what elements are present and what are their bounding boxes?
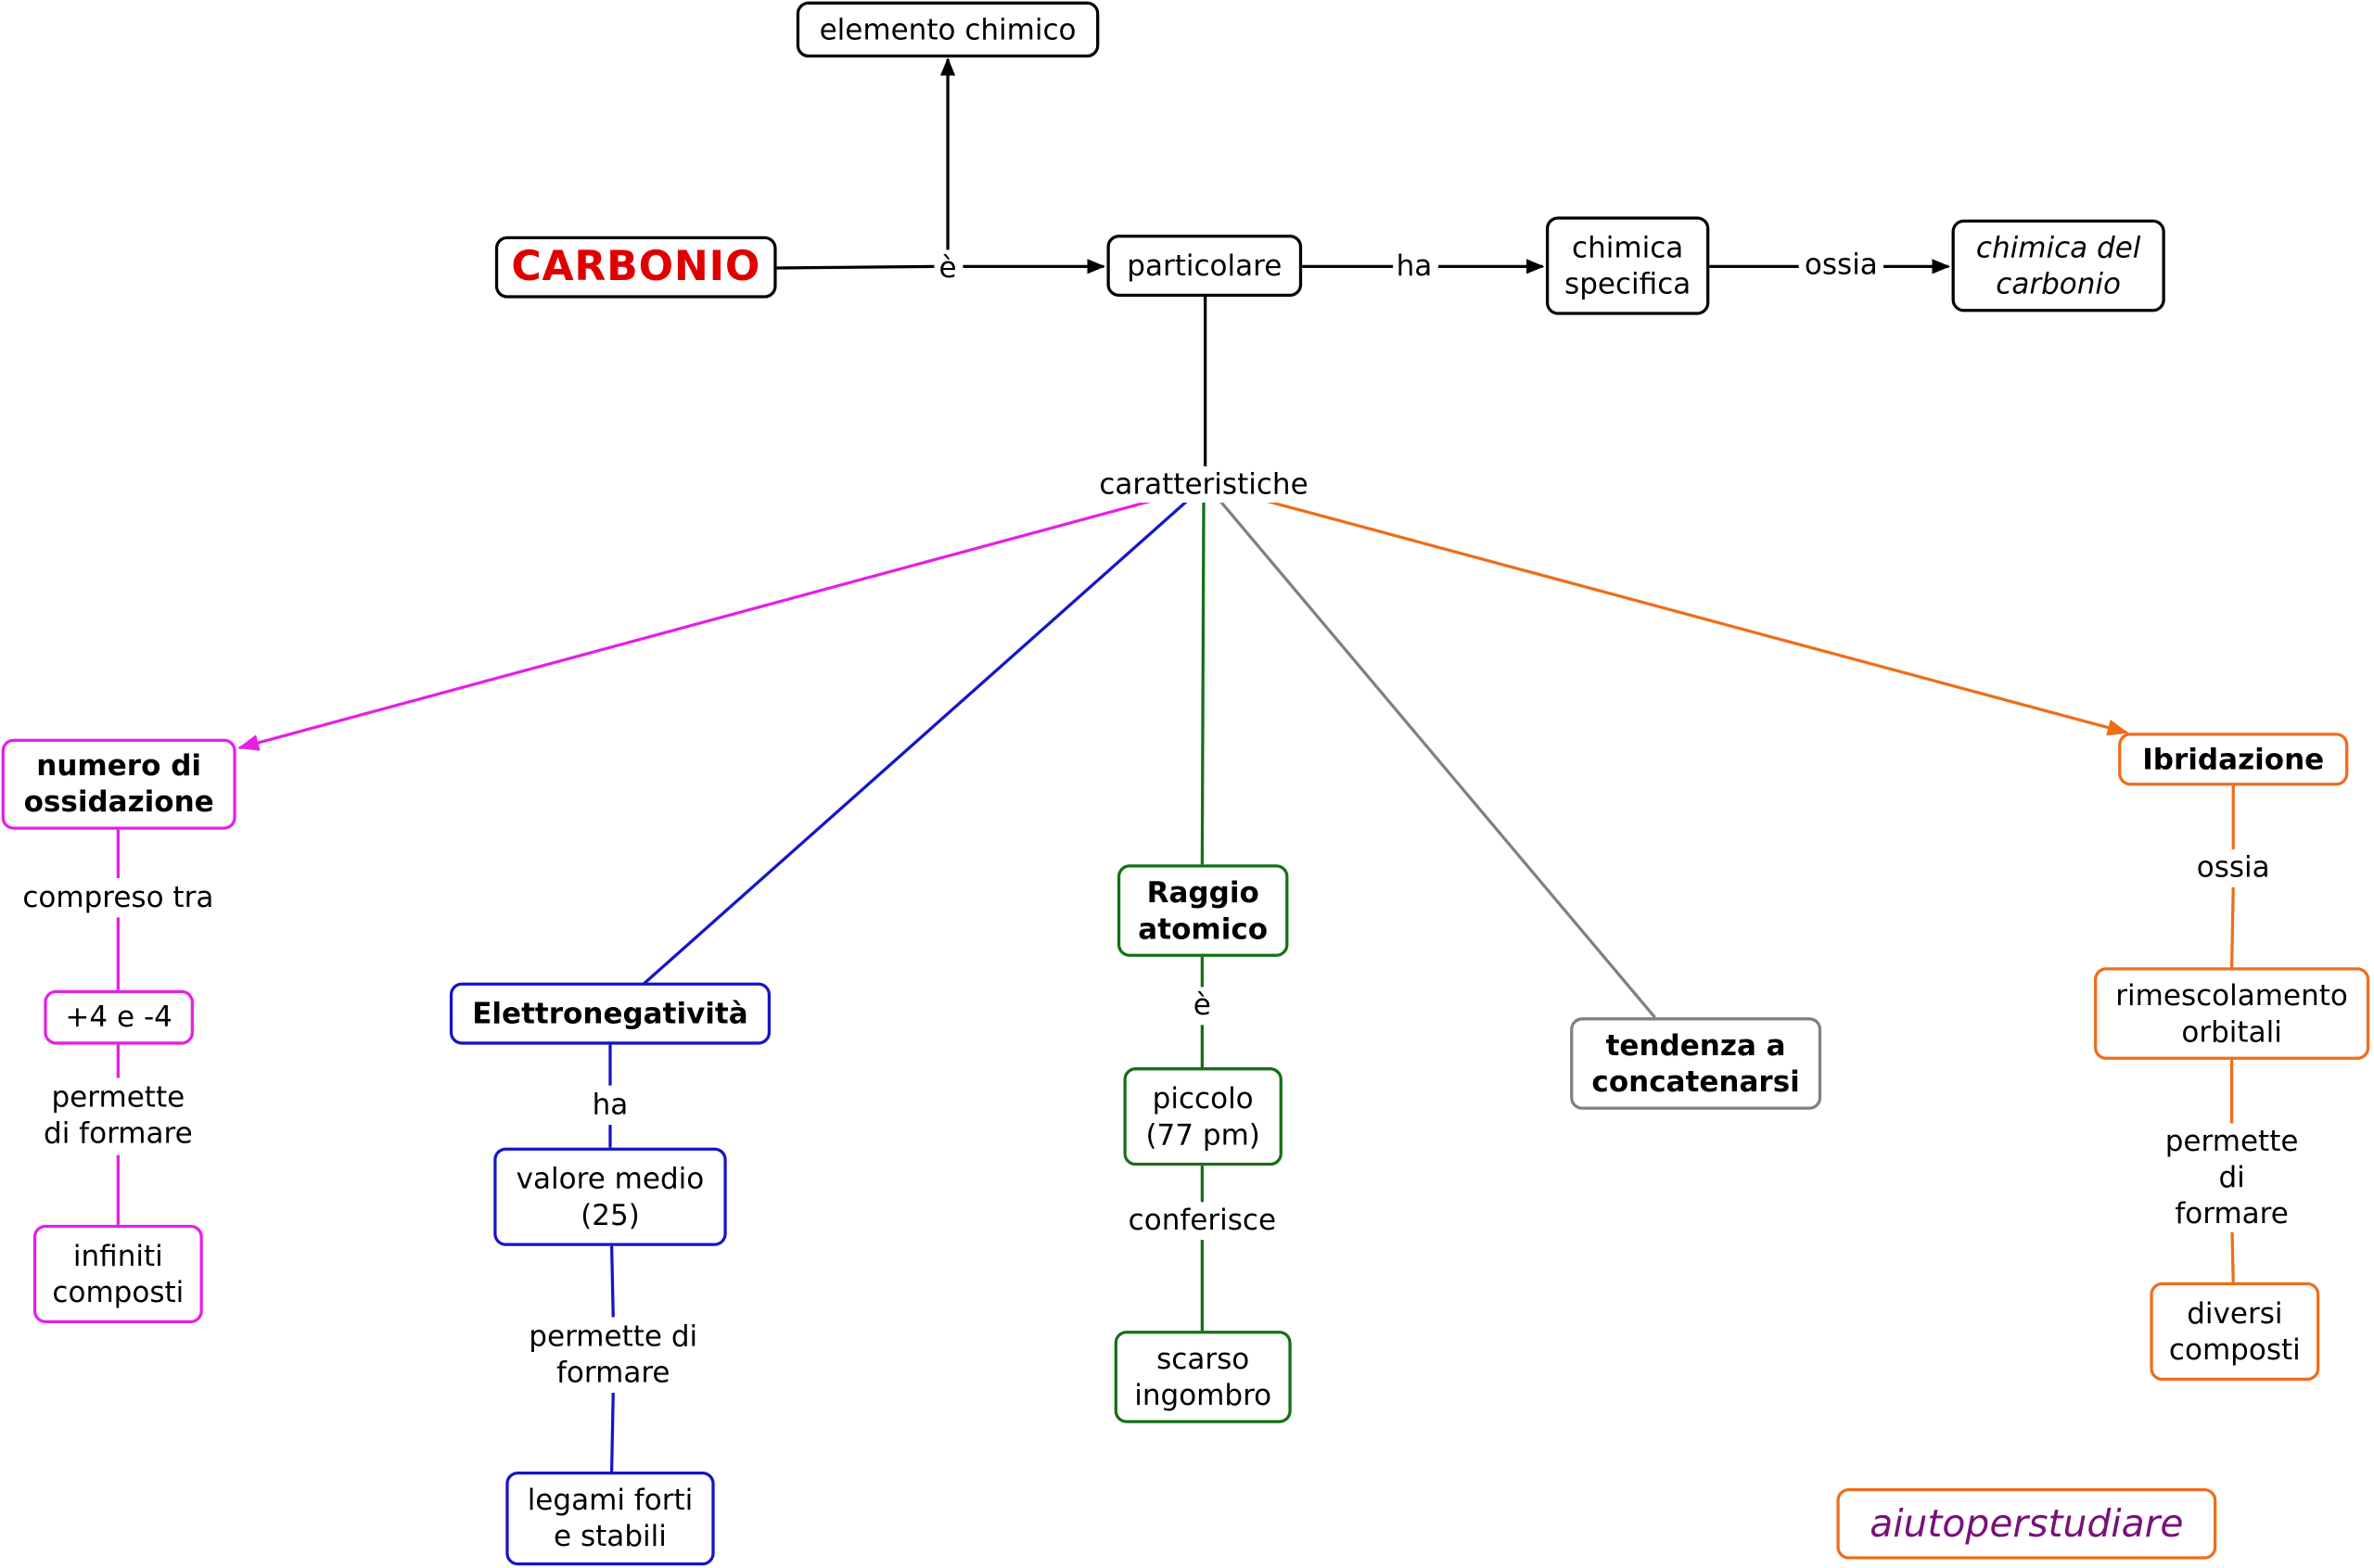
node-legami-forti: legami forti e stabili xyxy=(505,1471,715,1566)
node-elemento-chimico: elemento chimico xyxy=(796,1,1100,58)
node-valore-medio: valore medio (25) xyxy=(493,1147,727,1246)
link-label-permette-blue: permette di formare xyxy=(526,1319,701,1392)
link-label-e-green: è xyxy=(1190,987,1215,1024)
node-piccolo: piccolo (77 pm) xyxy=(1123,1067,1283,1166)
node-tendenza: tendenza a concatenarsi xyxy=(1570,1017,1822,1110)
link-label-permette-orange: permette di formare xyxy=(2160,1123,2304,1233)
link-label-permette-magenta: permette di formare xyxy=(40,1079,196,1153)
link-label-ha-top: ha xyxy=(1393,248,1436,285)
link-label-conferisce: conferisce xyxy=(1125,1202,1280,1239)
node-scarso-ingombro: scarso ingombro xyxy=(1114,1331,1292,1423)
node-elettronegativita: Elettronegatività xyxy=(449,982,772,1045)
link-label-caratteristiche: caratteristiche xyxy=(1096,465,1311,504)
link-label-e-top: è xyxy=(936,249,960,287)
edge-permette-legami xyxy=(609,1393,615,1472)
node-carbonio: CARBONIO xyxy=(494,236,777,299)
edge-carbonio-e xyxy=(776,264,935,270)
edge-caratteristiche-ibridazione xyxy=(1260,498,2129,736)
edge-ossia-rimescolamento xyxy=(2229,886,2235,968)
node-range: +4 e -4 xyxy=(44,989,194,1045)
node-diversi-composti: diversi composti xyxy=(2150,1281,2320,1382)
edge-caratteristiche-ossidazione xyxy=(237,499,1152,751)
edge-caratteristiche-elettronegativita xyxy=(642,498,1190,986)
node-chimica-specifica: chimica specifica xyxy=(1545,216,1710,315)
link-label-ha-blue: ha xyxy=(589,1087,632,1124)
link-label-compreso-tra: compreso tra xyxy=(19,879,217,916)
node-chimica-del-carbonio: chimica del carbonio xyxy=(1951,219,2165,312)
node-rimescolamento: rimescolamento orbitali xyxy=(2094,967,2370,1060)
edge-caratteristiche-raggio xyxy=(1200,501,1206,865)
node-raggio-atomico: Raggio atomico xyxy=(1117,864,1289,957)
node-particolare: particolare xyxy=(1106,235,1303,298)
link-label-ossia-top: ossia xyxy=(1801,247,1882,284)
node-ibridazione: Ibridazione xyxy=(2118,733,2349,786)
link-label-ossia-orange: ossia xyxy=(2193,848,2273,886)
edge-valore-permette xyxy=(609,1245,615,1318)
node-numero-ossidazione: numero di ossidazione xyxy=(1,738,236,830)
watermark-aiutoperstudiare: aiutoperstudiare xyxy=(1836,1487,2217,1560)
node-infiniti-composti: infiniti composti xyxy=(32,1224,203,1323)
edge-caratteristiche-tendenza xyxy=(1219,500,1656,1019)
